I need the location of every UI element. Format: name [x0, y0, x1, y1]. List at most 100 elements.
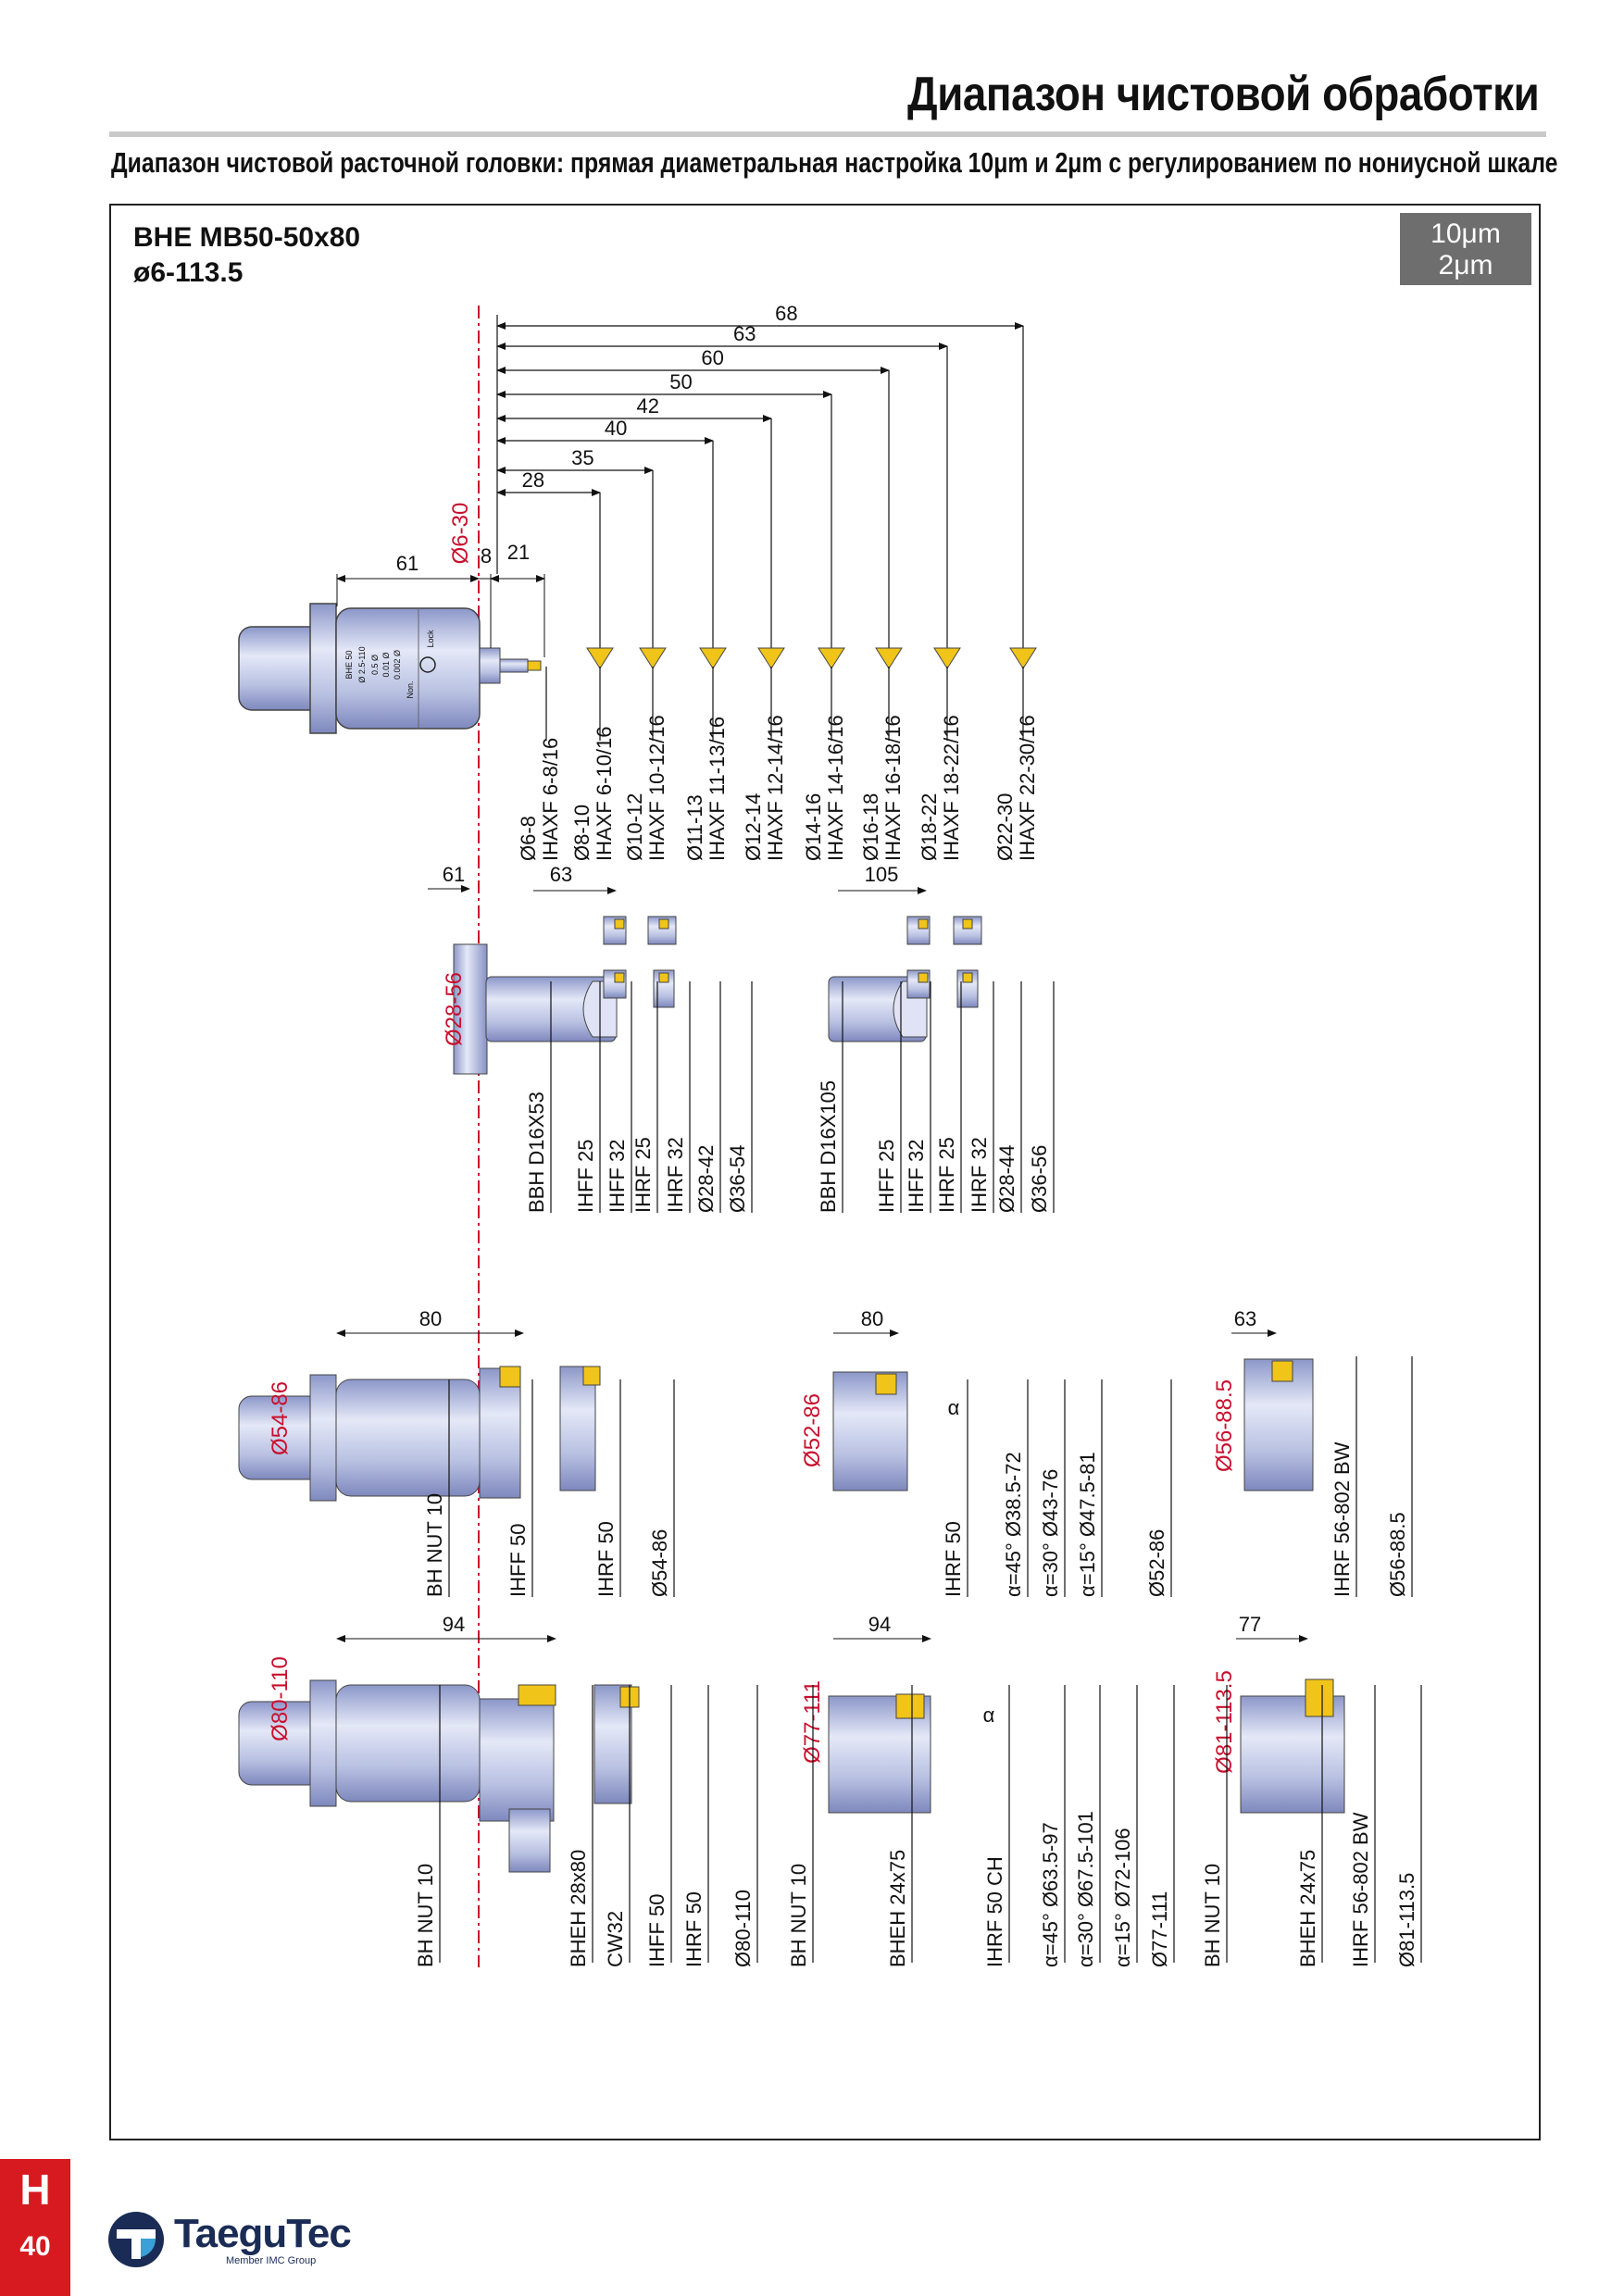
section-1: BHE 50 Ø 2.5-110 0.5 Ø 0.01 Ø 0.002 Ø No… — [238, 302, 1039, 861]
boring-bar-short — [453, 916, 677, 1075]
step-dim-4: 50 — [669, 370, 692, 393]
model-name: BHE MB50-50x80 — [133, 222, 361, 253]
label-4a-5: Ø80-110 — [731, 1890, 755, 1967]
boring-head-4a — [238, 1679, 640, 1873]
eng-1: BHE 50 — [344, 650, 354, 679]
alpha-3b: α — [948, 1396, 960, 1419]
label-right-1: IHFF 25 — [875, 1140, 898, 1213]
label-3a-0: BH NUT 10 — [423, 1493, 446, 1597]
label-3b-2: α=30° Ø43-76 — [1039, 1469, 1062, 1597]
insert-diameter: Ø10-12 — [623, 793, 646, 861]
badge-line-1: 10μm — [1430, 218, 1501, 249]
range-3b: Ø52-86 — [800, 1393, 825, 1467]
dim-3c: 63 — [1234, 1307, 1256, 1330]
label-left-4: IHRF 32 — [664, 1137, 687, 1213]
insert-diameter: Ø11-13 — [683, 794, 706, 861]
label-right-2: IHFF 32 — [905, 1140, 928, 1213]
head-3c — [1243, 1358, 1314, 1491]
label-4b-1: BHEH 24x75 — [886, 1850, 909, 1967]
label-4b-4: α=30° Ø67.5-101 — [1074, 1811, 1097, 1967]
head-engraving: BHE 50 Ø 2.5-110 0.5 Ø 0.01 Ø 0.002 Ø No… — [344, 630, 435, 699]
insert-diameter: Ø22-30 — [993, 793, 1017, 861]
insert-diameter: Ø8-10 — [570, 805, 593, 861]
dims-2: 61 63 105 — [428, 863, 927, 894]
insert-code: IHAXF 6-8/16 — [539, 738, 562, 861]
brand-sub: Member IMC Group — [226, 2255, 317, 2266]
head-3b — [832, 1371, 908, 1491]
eng-6: Non. — [406, 680, 415, 698]
model-range: ø6-113.5 — [133, 257, 244, 288]
label-4b-0: BH NUT 10 — [787, 1864, 810, 1967]
model-block: BHE MB50-50x80 ø6-113.5 — [133, 220, 360, 291]
step-dim-3: 42 — [637, 394, 659, 418]
label-left-0: BBH D16X53 — [525, 1092, 548, 1213]
label-3b-3: α=15° Ø47.5-81 — [1076, 1452, 1099, 1597]
insert-code: IHAXF 12-14/16 — [764, 715, 787, 861]
boring-bar-long — [828, 916, 982, 1042]
insert-code: IHAXF 11-13/16 — [706, 717, 729, 861]
label-3a-3: Ø54-86 — [648, 1529, 671, 1597]
insert-diameter: Ø18-22 — [918, 793, 941, 861]
label-left-5: Ø28-42 — [694, 1145, 718, 1213]
label-3b-4: Ø52-86 — [1145, 1529, 1168, 1597]
label-3b-1: α=45° Ø38.5-72 — [1002, 1452, 1025, 1597]
insert-code: IHAXF 18-22/16 — [940, 715, 963, 861]
label-4b-5: α=15° Ø72-106 — [1111, 1828, 1134, 1967]
brand-name: TaeguTec — [174, 2211, 352, 2256]
svg-text:Ø6-30: Ø6-30 — [448, 503, 473, 565]
label-4b-6: Ø77-111 — [1148, 1891, 1171, 1967]
insert-diameter: Ø14-16 — [802, 793, 825, 861]
step-dim-7: 68 — [775, 302, 797, 325]
label-3c-0: IHRF 56-802 BW — [1330, 1441, 1354, 1597]
label-left-1: IHFF 25 — [574, 1140, 597, 1213]
label-left-3: IHRF 25 — [631, 1137, 655, 1213]
page-title: Диапазон чистовой обработки — [906, 68, 1540, 121]
range-3c: Ø56-88.5 — [1212, 1379, 1237, 1472]
head-4b — [828, 1693, 931, 1814]
section-letter: H — [19, 2165, 51, 2214]
label-3c-1: Ø56-88.5 — [1386, 1512, 1409, 1597]
dim-3a: 80 — [419, 1307, 442, 1330]
dim-61: 61 — [336, 552, 480, 606]
svg-text:105: 105 — [865, 863, 899, 886]
range-3a: Ø54-86 — [268, 1381, 293, 1455]
svg-text:61: 61 — [443, 863, 465, 886]
label-4a-2: CW32 — [604, 1911, 627, 1967]
adjust-dial — [419, 656, 436, 673]
insert-code: IHAXF 6-10/16 — [593, 726, 616, 861]
dim-4b: 94 — [868, 1613, 891, 1636]
head-4c — [1240, 1678, 1345, 1814]
insert-code: IHAXF 16-18/16 — [881, 715, 905, 861]
label-left-6: Ø36-54 — [726, 1145, 749, 1213]
svg-text:8: 8 — [481, 544, 492, 568]
label-right-4: IHRF 32 — [968, 1137, 991, 1213]
range-label-top: Ø6-30 — [448, 503, 473, 565]
label-3a-2: IHRF 50 — [594, 1521, 618, 1597]
dim-4c: 77 — [1239, 1613, 1261, 1636]
step-dim-2: 40 — [605, 417, 627, 440]
label-4a-0: BH NUT 10 — [414, 1864, 437, 1967]
svg-text:61: 61 — [396, 552, 418, 575]
label-3a-1: IHFF 50 — [506, 1524, 530, 1597]
insert-code: IHAXF 22-30/16 — [1016, 715, 1039, 861]
label-4a-1: BHEH 28x80 — [567, 1850, 590, 1967]
insert-code: IHAXF 10-12/16 — [645, 715, 668, 861]
svg-text:21: 21 — [507, 541, 530, 564]
label-right-3: IHRF 25 — [935, 1137, 958, 1213]
label-4c-3: Ø81-113.5 — [1395, 1873, 1418, 1967]
section-tab: H 40 — [0, 2159, 70, 2296]
insert-diameter: Ø16-18 — [859, 793, 882, 861]
insert-diameter: Ø12-14 — [742, 793, 765, 861]
label-4c-1: BHEH 24x75 — [1296, 1850, 1319, 1967]
svg-text:63: 63 — [550, 863, 572, 886]
